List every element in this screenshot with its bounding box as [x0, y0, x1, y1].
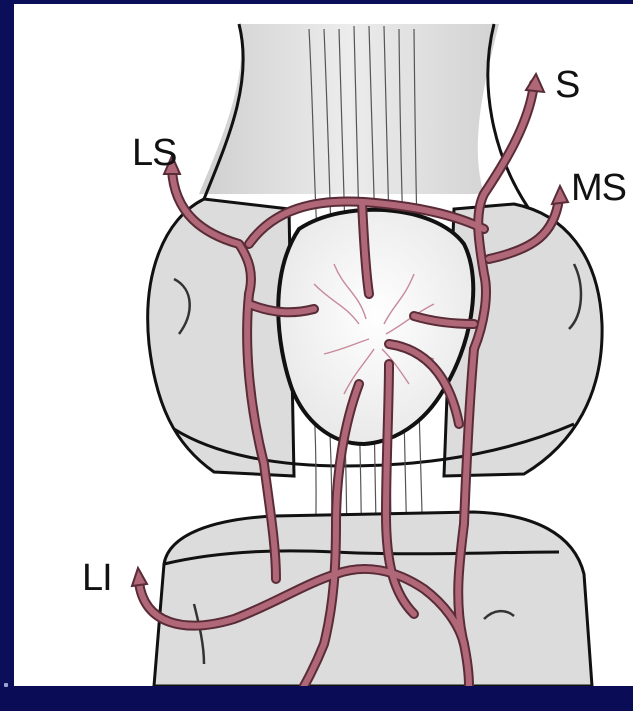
slide-bullet-dot	[4, 683, 8, 687]
label-ms: MS	[571, 169, 626, 207]
slide-bottom-bar	[0, 686, 633, 711]
label-ls: LS	[132, 134, 176, 172]
knee-vascular-illustration: S LS MS LI	[14, 4, 633, 686]
tibia	[154, 512, 592, 686]
label-s: S	[555, 66, 579, 104]
label-li: LI	[82, 559, 112, 597]
